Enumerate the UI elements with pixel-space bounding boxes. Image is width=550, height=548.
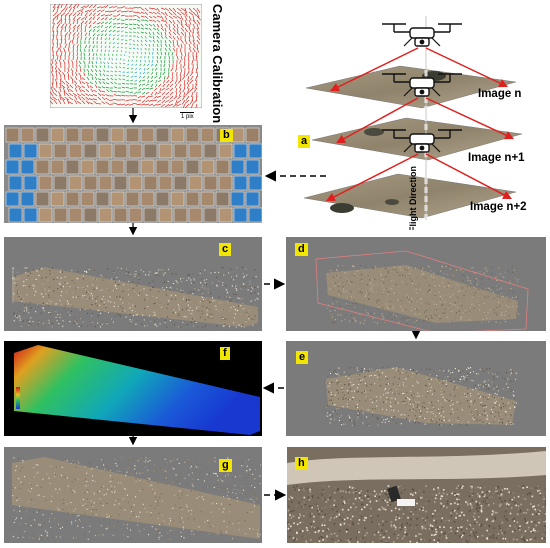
cleaned-cloud-strip <box>326 367 518 427</box>
panel-g-tag: g <box>219 459 232 472</box>
panel-f-tag: f <box>220 347 230 360</box>
image-n2-label: Image n+2 <box>470 201 527 213</box>
panel-d-region-box: d <box>286 237 546 331</box>
panel-e-tag: e <box>296 351 309 364</box>
scale-bar <box>180 112 194 113</box>
image-n1-label: Image n+1 <box>468 152 525 164</box>
camera-calibration-plot <box>50 4 202 108</box>
panel-h-closeup-photo: h <box>287 447 546 543</box>
panel-c-dense-point-cloud: c <box>4 237 262 331</box>
dem-strip <box>14 345 260 435</box>
panel-g-orthomosaic: g <box>4 447 262 543</box>
drone-image-stack <box>303 16 523 220</box>
panel-c-tag: c <box>219 243 232 256</box>
panel-f-dem: f <box>4 341 262 436</box>
panel-h-tag: h <box>295 457 308 470</box>
view-arrows <box>325 47 515 202</box>
orthomosaic-strip <box>12 457 262 540</box>
closeup-photo <box>287 447 546 543</box>
panel-a-drone-capture: a Image n Image n+1 Image n+2 Flight Dir… <box>284 2 546 230</box>
aligned-photo-mosaic <box>5 127 262 223</box>
panel-a-tag: a <box>298 135 311 148</box>
dense-cloud-strip <box>12 267 259 328</box>
camera-calibration-title: Camera Calibration <box>210 4 225 124</box>
scale-label: 1 pix <box>181 114 194 120</box>
region-box-cloud <box>315 250 529 331</box>
panel-d-tag: d <box>295 243 308 256</box>
drones <box>382 23 462 153</box>
panel-e-cleaned-cloud: e <box>286 341 546 436</box>
panel-b-tag: b <box>220 129 233 142</box>
calibration-vector-field <box>50 4 202 108</box>
image-n-label: Image n <box>478 88 522 100</box>
dem-color-legend <box>16 387 20 409</box>
flight-direction-label: Flight Direction <box>408 166 418 230</box>
panel-b-image-alignment: b <box>4 125 262 223</box>
